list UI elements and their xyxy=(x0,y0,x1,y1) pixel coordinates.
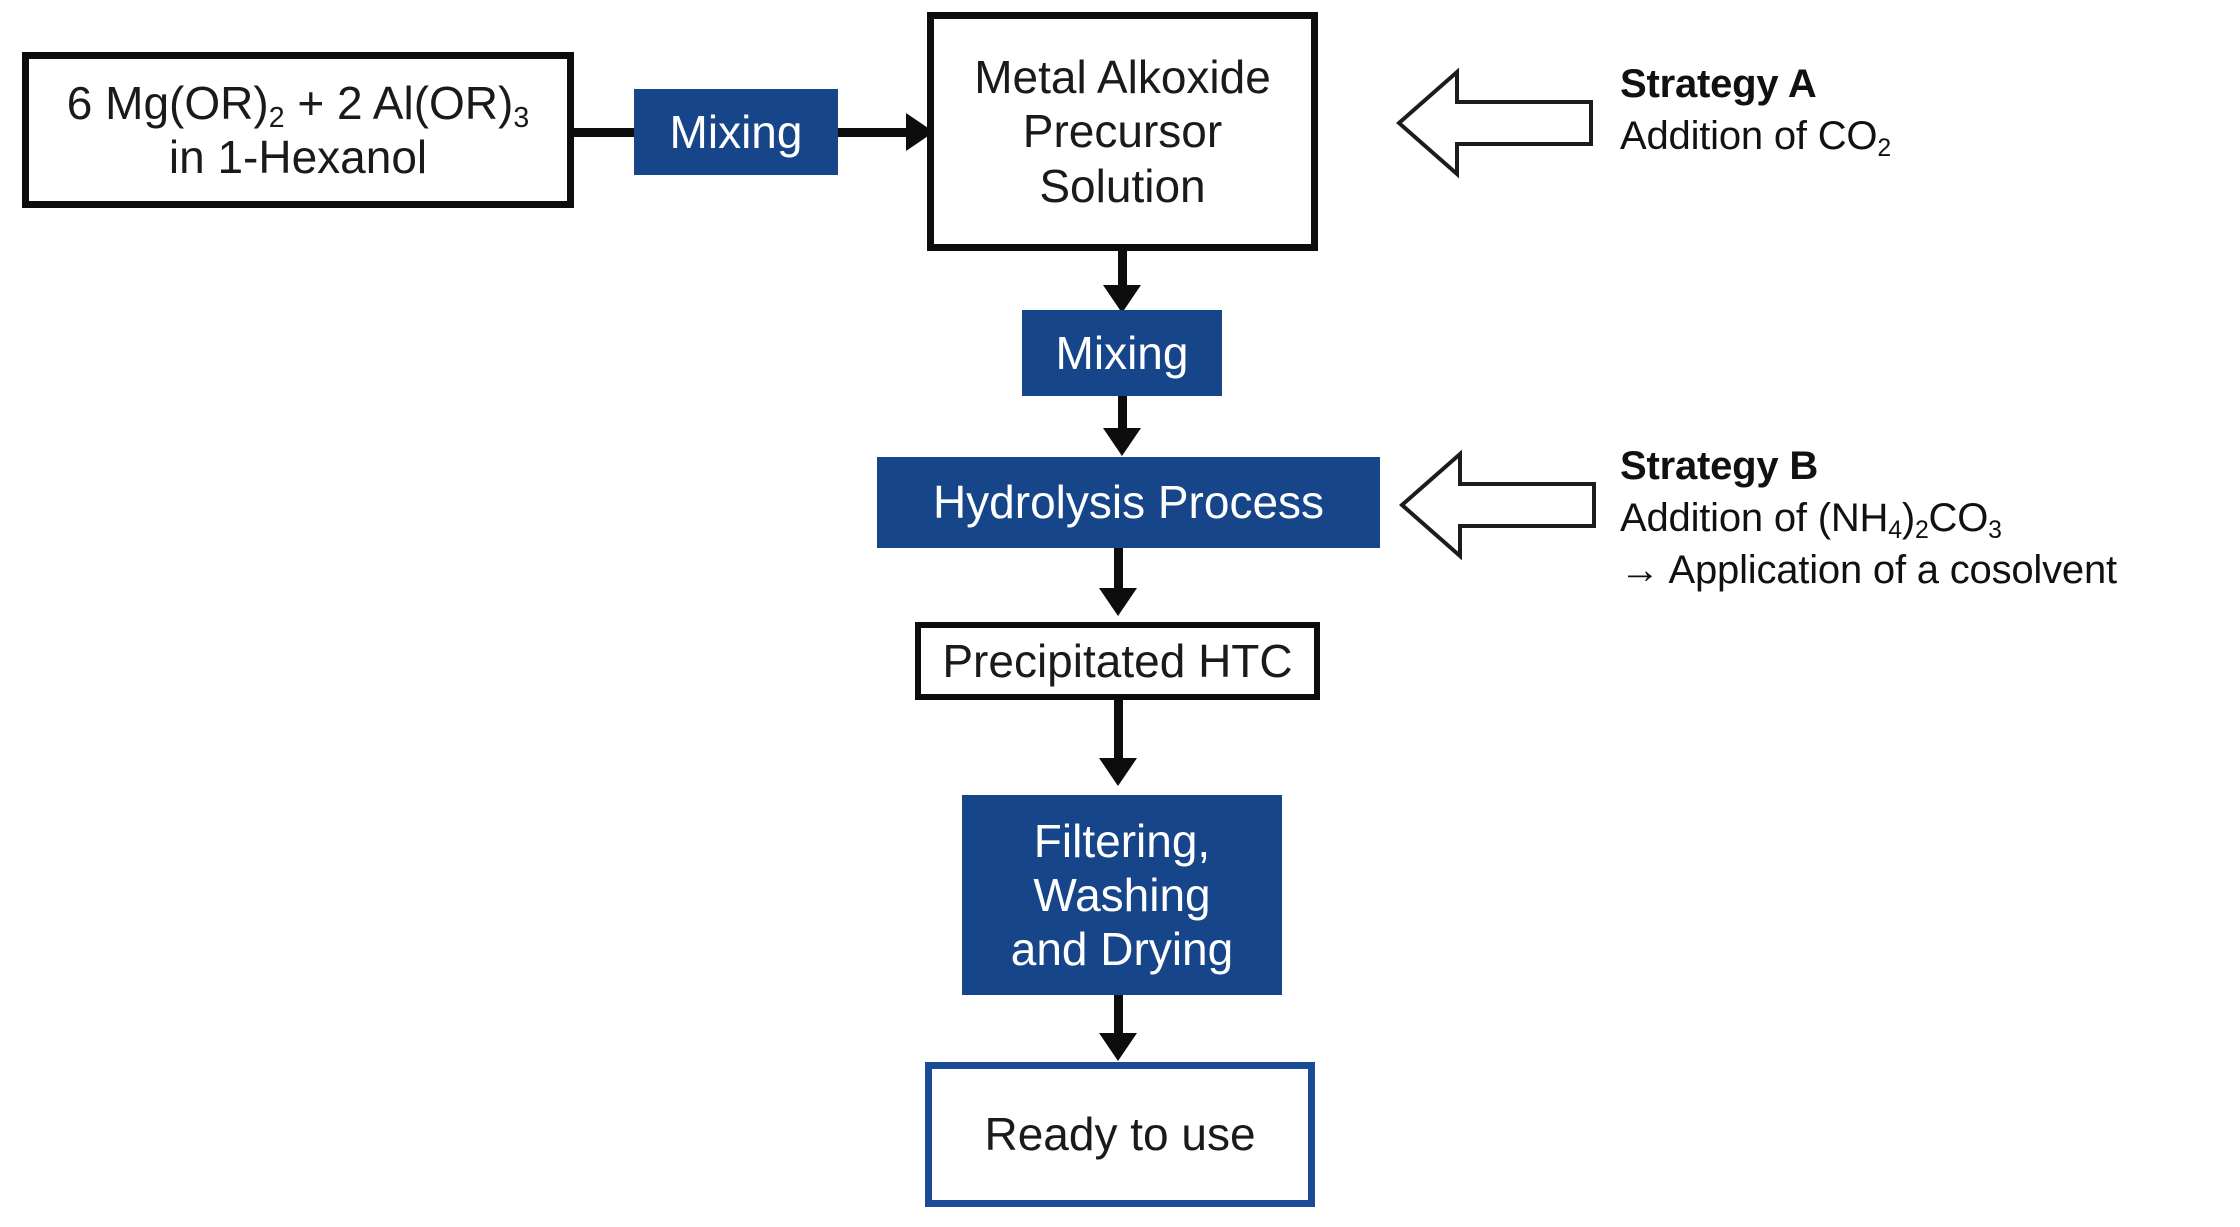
node-hydrolysis[interactable]: Hydrolysis Process xyxy=(877,457,1380,548)
strategy-a-line-1: Addition of CO2 xyxy=(1620,114,1891,162)
block-arrow-left-icon-strategy-b xyxy=(1398,448,1598,562)
arrowhead-precipitated-to-filtering xyxy=(1099,758,1137,786)
arrowhead-solution-to-mixing2 xyxy=(1103,285,1141,313)
node-ready-to-use-label: Ready to use xyxy=(984,1108,1256,1161)
node-mixing-2-label: Mixing xyxy=(1055,326,1189,379)
node-mixing-2[interactable]: Mixing xyxy=(1022,310,1222,396)
connector-precipitated-to-filtering xyxy=(1114,700,1123,762)
node-precursors-label: 6 Mg(OR)2 + 2 Al(OR)3 in 1-Hexanol xyxy=(67,76,529,185)
node-filtering-washing-drying[interactable]: Filtering, Washing and Drying xyxy=(962,795,1282,995)
arrowhead-mixing2-to-hydrolysis xyxy=(1103,428,1141,456)
node-precursor-solution[interactable]: Metal Alkoxide Precursor Solution xyxy=(927,12,1318,251)
connector-hydrolysis-to-precipitated xyxy=(1114,548,1123,592)
block-arrow-left-icon-strategy-a xyxy=(1395,66,1595,180)
node-precipitated-htc[interactable]: Precipitated HTC xyxy=(915,622,1320,700)
arrowhead-filtering-to-ready xyxy=(1099,1033,1137,1061)
connector-filtering-to-ready xyxy=(1114,995,1123,1037)
strategy-a-title: Strategy A xyxy=(1620,62,1817,106)
arrowhead-hydrolysis-to-precipitated xyxy=(1099,588,1137,616)
node-mixing-1[interactable]: Mixing xyxy=(634,89,838,175)
block-arrow-left-icon xyxy=(1395,67,1593,179)
connector-mixing1-to-solution xyxy=(838,128,908,137)
strategy-a-annotation: Strategy A Addition of CO2 xyxy=(1620,58,2220,162)
node-filtering-washing-drying-label: Filtering, Washing and Drying xyxy=(1010,814,1234,976)
strategy-b-title: Strategy B xyxy=(1620,444,1819,488)
precursors-line-2: in 1-Hexanol xyxy=(168,131,428,183)
connector-solution-to-mixing2 xyxy=(1118,251,1127,291)
connector-precursors-to-mixing1 xyxy=(574,128,636,137)
node-ready-to-use[interactable]: Ready to use xyxy=(925,1062,1315,1207)
connector-mixing2-to-hydrolysis xyxy=(1118,396,1127,432)
node-precursor-solution-label: Metal Alkoxide Precursor Solution xyxy=(974,51,1271,212)
precursors-line-1: 6 Mg(OR)2 + 2 Al(OR)3 xyxy=(66,76,530,134)
strategy-b-line-1: Addition of (NH4)2CO3 xyxy=(1620,496,2002,544)
node-precipitated-htc-label: Precipitated HTC xyxy=(942,634,1293,687)
strategy-b-line-2: → Application of a cosolvent xyxy=(1620,548,2117,592)
strategy-b-annotation: Strategy B Addition of (NH4)2CO3 → Appli… xyxy=(1620,440,2240,596)
node-precursors[interactable]: 6 Mg(OR)2 + 2 Al(OR)3 in 1-Hexanol xyxy=(22,52,574,208)
block-arrow-left-icon xyxy=(1398,449,1596,561)
node-hydrolysis-label: Hydrolysis Process xyxy=(932,476,1325,529)
node-mixing-1-label: Mixing xyxy=(669,105,803,158)
